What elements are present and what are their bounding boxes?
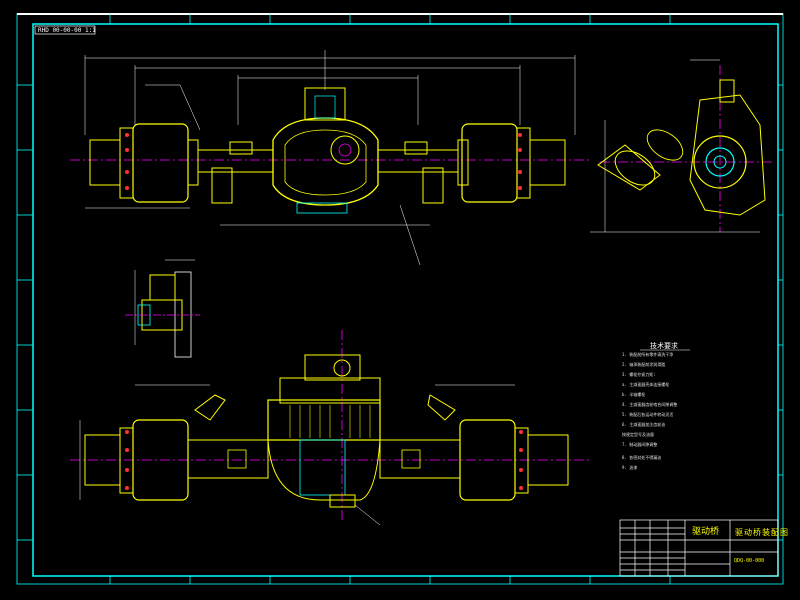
title-block-title: 驱动桥装配图 [735,528,789,537]
notes-title: 技术要求 [650,342,678,350]
note-10: 7. 制动器间隙调整 [622,442,658,447]
title-block [619,519,779,577]
drawing-code: RHD 00-00-00 1:1 [38,27,96,34]
note-9: 按规定型号及油量 [622,432,654,437]
note-5: b. 半轴螺栓 [622,392,646,397]
note-1: 1. 装配前所有零件清洗干净 [622,352,674,357]
title-block-number: QDQ-00-000 [734,558,765,564]
side-view [590,59,775,233]
note-12: 9. 油漆 [622,465,638,470]
note-8: 6. 主减速器加注齿轮油 [622,422,666,427]
title-block-name: 驱动桥 [692,527,720,537]
note-7: 5. 装配后各运动件转动灵活 [622,412,674,417]
note-4: a. 主减速器壳体连接螺栓 [622,382,670,387]
note-11: 8. 各密封处不得漏油 [622,455,662,460]
note-6: 4. 主减速器齿轮啮合间隙调整 [622,402,678,407]
detail-view [125,259,200,358]
note-2: 2. 轴承装配前涂润滑脂 [622,362,666,367]
sheet-frame [16,13,784,585]
front-view [70,50,590,266]
note-3: 3. 螺栓拧紧力矩: [622,372,656,377]
plan-view [70,330,590,526]
